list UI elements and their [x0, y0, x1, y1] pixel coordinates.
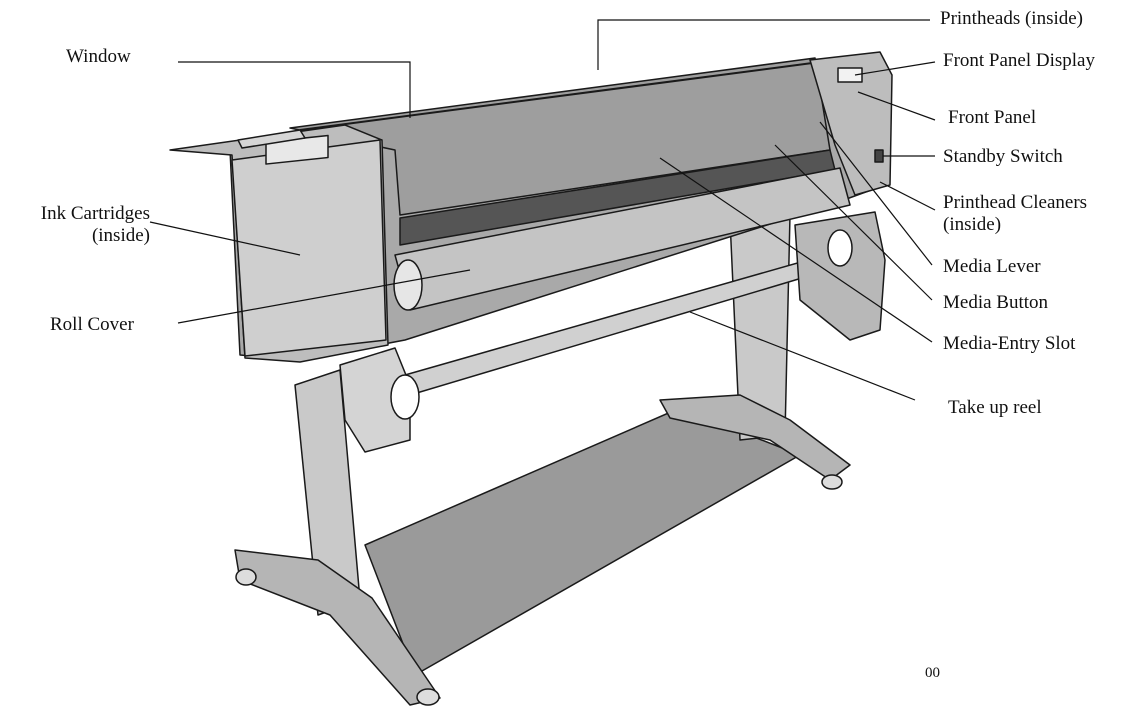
base-shelf	[364, 407, 801, 676]
left-foot-caster-2	[416, 688, 440, 706]
label-printheads: Printheads (inside)	[940, 8, 1084, 29]
reel-left-housing	[339, 347, 411, 453]
leader-media-lever	[819, 121, 933, 266]
label-printhead-cleaners-line2: (inside)	[943, 214, 1002, 235]
label-printhead-cleaners-line1: Printhead Cleaners	[943, 192, 1088, 213]
left-end-case-top	[237, 129, 306, 149]
label-ink-cartridges-line2: (inside)	[91, 225, 150, 246]
window-edge	[299, 61, 821, 131]
leader-cleaners	[879, 181, 936, 211]
right-end-case	[809, 51, 893, 196]
leader-front-panel-display	[854, 61, 936, 76]
leader-lines	[149, 19, 936, 401]
leader-roll-cover	[177, 269, 471, 324]
label-media-button: Media Button	[943, 292, 1049, 313]
right-foot	[659, 394, 851, 481]
reel-right-hub	[827, 229, 853, 267]
front-panel-display-screen	[837, 67, 863, 83]
leader-front-panel	[857, 91, 936, 121]
label-roll-cover: Roll Cover	[50, 314, 134, 335]
standby-switch-button	[874, 149, 884, 163]
label-media-lever: Media Lever	[943, 256, 1041, 277]
label-window: Window	[66, 46, 131, 67]
label-front-panel-display: Front Panel Display	[943, 50, 1095, 71]
leader-media-entry-slot	[659, 157, 933, 343]
reel-left-hub	[390, 374, 420, 420]
leader-take-up-reel	[689, 311, 916, 401]
leader-ink-cartridges	[149, 221, 301, 256]
label-printhead-cleaners: Printhead Cleaners (inside)	[943, 192, 1087, 236]
leader-media-button	[774, 144, 933, 301]
leader-window	[178, 61, 411, 118]
label-standby-switch: Standby Switch	[943, 146, 1063, 167]
reel-right-housing	[794, 211, 886, 341]
roll-cover-end	[393, 259, 423, 311]
left-end-case-front	[231, 139, 387, 357]
label-media-entry-slot: Media-Entry Slot	[943, 333, 1076, 354]
left-foot-caster	[235, 568, 257, 586]
figure-code: 00	[925, 665, 940, 681]
right-foot-caster	[821, 474, 843, 490]
leader-printheads	[597, 19, 930, 70]
label-ink-cartridges: Ink Cartridges (inside)	[12, 203, 150, 247]
label-take-up-reel: Take up reel	[948, 397, 1042, 418]
label-ink-cartridges-line1: Ink Cartridges	[40, 203, 150, 224]
label-front-panel: Front Panel	[948, 107, 1037, 128]
